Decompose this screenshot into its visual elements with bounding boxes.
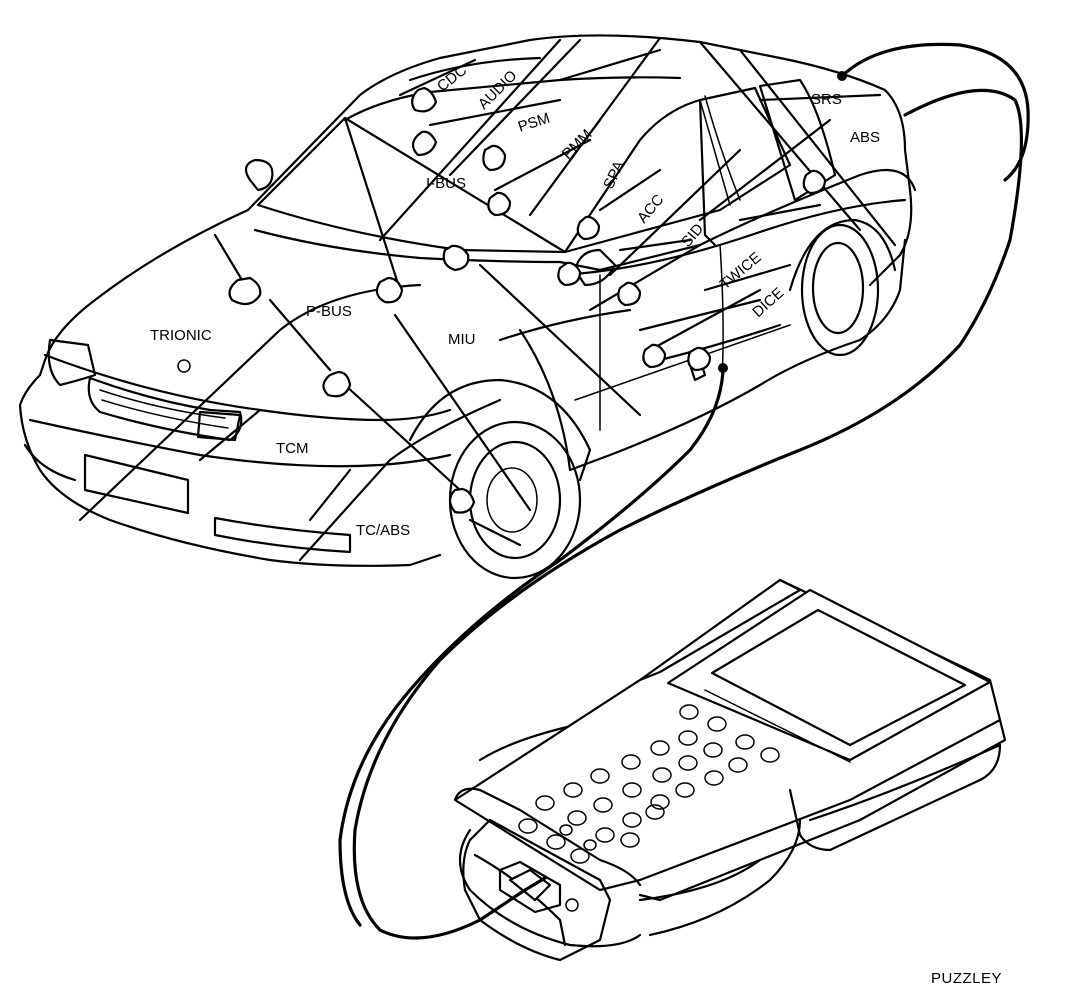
label-abs: ABS — [850, 129, 880, 146]
label-tcm: TCM — [276, 440, 309, 457]
label-acc: ACC — [634, 191, 667, 226]
scan-tool — [453, 578, 1007, 962]
label-ibus: I-BUS — [426, 175, 466, 192]
label-dice: DICE — [749, 284, 787, 321]
label-srs: SRS — [811, 91, 842, 108]
label-pbus: P-BUS — [306, 303, 352, 320]
label-twice: TWICE — [717, 249, 765, 293]
label-trionic: TRIONIC — [150, 327, 212, 344]
label-psm: PSM — [516, 110, 552, 136]
module-labels: CDC AUDIO PSM PMM I-BUS SPA ACC SID TWIC… — [150, 62, 880, 539]
diagnostic-cables — [338, 42, 1030, 940]
puzzle-knobs — [228, 86, 827, 514]
keypad-buttons — [518, 704, 780, 864]
car-body — [18, 34, 917, 580]
label-sid: SID — [678, 220, 707, 250]
label-miu: MIU — [448, 331, 476, 348]
label-tcabs: TC/ABS — [356, 522, 410, 539]
figure-caption: PUZZLEY — [931, 970, 1002, 987]
